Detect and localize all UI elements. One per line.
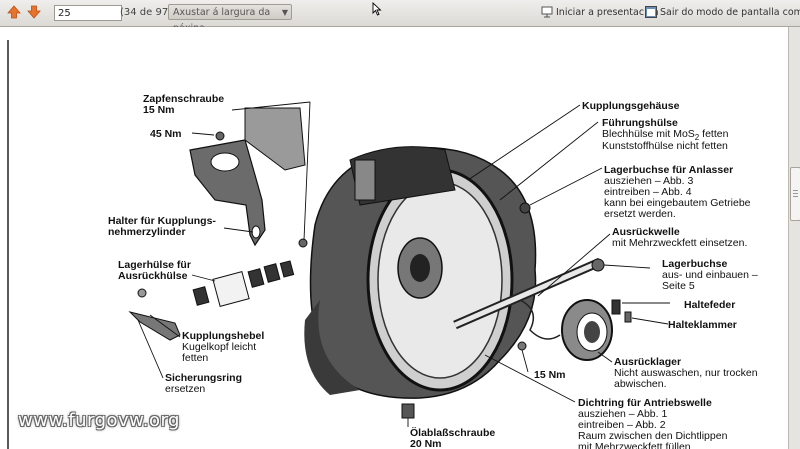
page-count: (34 de 97) — [120, 7, 173, 18]
label-halteklammer: Halteklammer — [668, 319, 737, 331]
zoom-select[interactable]: Axustar á largura da páxina ▼ — [168, 4, 292, 34]
label-eintreiben-2: eintreiben – Abb. 2 — [578, 419, 666, 431]
label-ausrueckwelle: Ausrückwelle — [612, 226, 680, 238]
page-number-input[interactable] — [54, 5, 122, 21]
label-kugelkopf-1: Kugelkopf leicht — [182, 341, 257, 353]
label-kupplungsgehaeuse: Kupplungsgehäuse — [582, 100, 680, 112]
arrow-up-icon — [7, 5, 21, 19]
label-kupplungshebel: Kupplungshebel — [182, 330, 265, 342]
exit-fullscreen-button[interactable]: Sair do modo de pantalla completa — [660, 7, 800, 18]
label-ausziehen-1: ausziehen – Abb. 1 — [578, 408, 668, 420]
label-sicherungsring-2: ersetzen — [165, 383, 206, 395]
arrow-down-icon — [27, 5, 41, 19]
mouse-cursor-icon — [372, 2, 382, 16]
label-eintreiben-4: eintreiben – Abb. 4 — [604, 186, 692, 198]
label-haltefeder: Haltefeder — [684, 299, 736, 311]
scroll-thumb[interactable] — [790, 167, 800, 221]
chevron-down-icon: ▼ — [281, 8, 288, 17]
viewer-toolbar: (34 de 97) Axustar á largura da páxina ▼… — [0, 0, 800, 34]
label-torque-15: 15 Nm — [534, 369, 566, 381]
label-aus-ein: aus- und einbauen – — [662, 269, 758, 281]
label-lagerbuchse-anlasser: Lagerbuchse für Anlasser — [604, 164, 734, 176]
label-kann-bei: kann bei eingebautem Getriebe — [604, 197, 751, 209]
label-mit-mehr: mit Mehrzweckfett füllen — [578, 441, 691, 449]
watermark: www.furgovw.org — [18, 410, 180, 431]
exploded-transmission-drawing — [7, 40, 670, 449]
vertical-scrollbar[interactable] — [788, 27, 800, 449]
start-presentation-button[interactable]: Iniciar a presentación — [556, 7, 659, 18]
presentation-icon — [541, 6, 553, 18]
document-page: Zapfenschraube 15 Nm 45 Nm Halter für Ku… — [0, 27, 788, 449]
label-sicherungsring-1: Sicherungsring — [165, 372, 243, 384]
label-ersetzt: ersetzt werden. — [604, 208, 676, 220]
label-dichtring: Dichtring für Antriebswelle — [578, 397, 712, 409]
label-abwischen: abwischen. — [614, 378, 667, 390]
label-ausruecklager: Ausrücklager — [614, 356, 682, 368]
label-lagerbuchse: Lagerbuchse — [662, 258, 728, 270]
label-mehrzweck: mit Mehrzweckfett einsetzen. — [612, 237, 748, 249]
label-kunststoff: Kunststoffhülse nicht fetten — [602, 140, 728, 152]
label-kugelkopf-2: fetten — [182, 352, 209, 364]
label-seite5: Seite 5 — [662, 280, 695, 292]
label-nicht-auswaschen: Nicht auswaschen, nur trocken — [614, 367, 758, 379]
label-lagerhuelse-1: Lagerhülse für — [118, 259, 191, 271]
next-page-button[interactable] — [26, 4, 42, 20]
label-oel-torque: 20 Nm — [410, 438, 442, 449]
label-halter-2: nehmerzylinder — [108, 226, 186, 238]
label-zapfen-torque: 15 Nm — [143, 104, 175, 116]
fullscreen-exit-icon — [645, 6, 657, 18]
label-raum: Raum zwischen den Dichtlippen — [578, 430, 728, 442]
label-fuehrungshuelse: Führungshülse — [602, 117, 678, 129]
label-oelablass: Ölablaßschraube — [410, 427, 496, 439]
label-blechhuelse: Blechhülse mit MoS2 fetten — [602, 128, 729, 143]
previous-page-button[interactable] — [6, 4, 22, 20]
label-halter-1: Halter für Kupplungs- — [108, 215, 216, 227]
label-zapfenschraube: Zapfenschraube — [143, 93, 225, 105]
label-ausziehen-3: ausziehen – Abb. 3 — [604, 175, 694, 187]
label-torque-45: 45 Nm — [150, 128, 182, 140]
label-lagerhuelse-2: Ausrückhülse — [118, 270, 188, 282]
